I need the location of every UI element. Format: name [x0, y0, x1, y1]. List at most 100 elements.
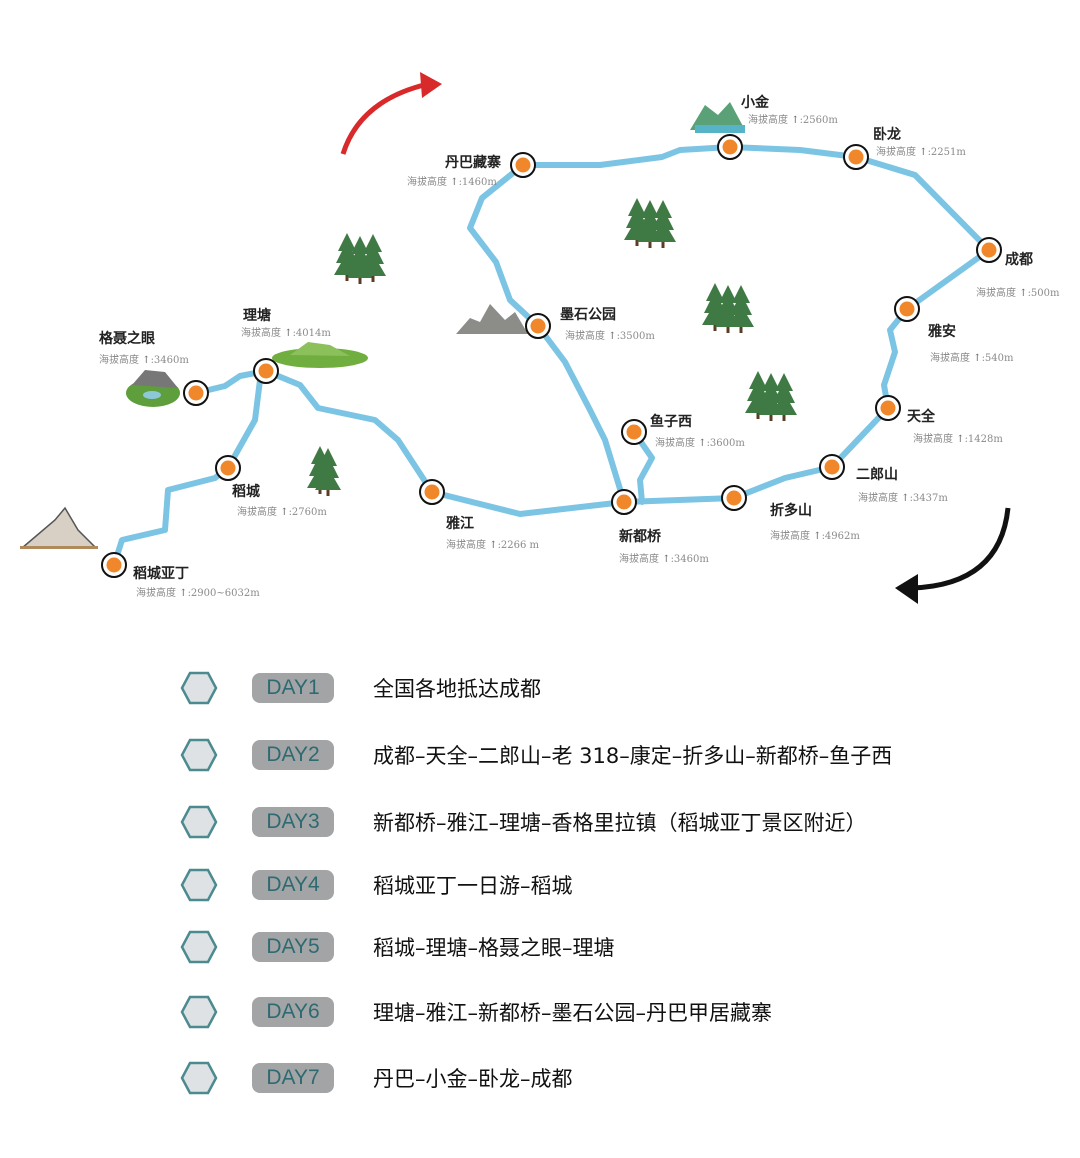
- hexagon-icon: [180, 930, 218, 964]
- route-map-graphic: [19, 72, 1011, 604]
- hexagon-icon: [180, 805, 218, 839]
- tree-icon: [745, 371, 797, 421]
- tree-icon: [334, 233, 386, 284]
- stop-marker: [717, 134, 743, 160]
- tree-icon: [702, 283, 754, 333]
- altitude-label: 海拔高度: [565, 331, 605, 342]
- day-route: 成都–天全–二郎山–老 318–康定–折多山–新都桥–鱼子西: [373, 744, 893, 768]
- day-route: 理塘–雅江–新都桥–墨石公园–丹巴甲居藏寨: [373, 1001, 772, 1025]
- hexagon-icon: [180, 738, 218, 772]
- stop-name: 小金: [741, 95, 769, 111]
- day-route: 稻城–理塘–格聂之眼–理塘: [373, 936, 615, 960]
- stop-altitude: 海拔高度 ↑:4962m: [770, 527, 860, 542]
- altitude-value: :500m: [1027, 288, 1060, 299]
- stop-name: 格聂之眼: [99, 331, 155, 347]
- stop-marker: [611, 489, 637, 515]
- altitude-label: 海拔高度: [237, 507, 277, 518]
- itinerary-row: DAY5 稻城–理塘–格聂之眼–理塘: [180, 929, 615, 965]
- altitude-label: 海拔高度: [876, 147, 916, 158]
- up-arrow-icon: ↑: [1016, 288, 1028, 299]
- day-badge: DAY4: [252, 870, 334, 900]
- stop-name: 鱼子西: [650, 414, 692, 430]
- altitude-value: :3600m: [706, 438, 745, 449]
- route-segment: [193, 368, 269, 396]
- up-arrow-icon: ↑: [176, 588, 188, 599]
- up-arrow-icon: ↑: [970, 353, 982, 364]
- stop-marker: [419, 479, 445, 505]
- altitude-label: 海拔高度: [913, 434, 953, 445]
- up-arrow-icon: ↑: [695, 438, 707, 449]
- hexagon-icon: [180, 1061, 218, 1095]
- stop-marker: [525, 313, 551, 339]
- altitude-label: 海拔高度: [241, 328, 281, 339]
- altitude-value: :3500m: [616, 331, 655, 342]
- stop-marker: [976, 237, 1002, 263]
- up-arrow-icon: ↑: [605, 331, 617, 342]
- day-badge: DAY2: [252, 740, 334, 770]
- route-segment: [263, 144, 992, 517]
- day-badge: DAY5: [252, 932, 334, 962]
- stop-altitude: 海拔高度 ↑:4014m: [241, 324, 331, 339]
- altitude-label: 海拔高度: [930, 353, 970, 364]
- day-route: 稻城亚丁一日游–稻城: [373, 874, 573, 898]
- stop-name: 丹巴藏寨: [445, 155, 501, 171]
- itinerary-row: DAY2 成都–天全–二郎山–老 318–康定–折多山–新都桥–鱼子西: [180, 737, 892, 773]
- stop-marker: [183, 380, 209, 406]
- up-arrow-icon: ↑: [659, 554, 671, 565]
- stop-name: 天全: [907, 409, 935, 425]
- stop-altitude: 海拔高度 ↑:3600m: [655, 434, 745, 449]
- altitude-label: 海拔高度: [99, 355, 139, 366]
- stop-marker: [510, 152, 536, 178]
- itinerary-row: DAY7 丹巴–小金–卧龙–成都: [180, 1060, 573, 1096]
- route-segment: [111, 368, 269, 568]
- up-arrow-icon: ↑: [810, 531, 822, 542]
- stop-name: 墨石公园: [560, 307, 616, 323]
- lake-mountain-icon: [690, 102, 745, 133]
- stop-altitude: 海拔高度 ↑:3500m: [565, 327, 655, 342]
- hexagon-icon: [180, 671, 218, 705]
- altitude-value: :4014m: [292, 328, 331, 339]
- stop-marker: [843, 144, 869, 170]
- up-arrow-icon: ↑: [916, 147, 928, 158]
- direction-arrow-red: [340, 72, 442, 155]
- day-badge: DAY3: [252, 807, 334, 837]
- altitude-label: 海拔高度: [858, 493, 898, 504]
- altitude-label: 海拔高度: [976, 288, 1016, 299]
- up-arrow-icon: ↑: [139, 355, 151, 366]
- altitude-value: :4962m: [821, 531, 860, 542]
- altitude-value: :3460m: [670, 554, 709, 565]
- direction-arrow-black: [895, 507, 1011, 604]
- stop-altitude: 海拔高度 ↑:3437m: [858, 489, 948, 504]
- day-badge: DAY7: [252, 1063, 334, 1093]
- altitude-label: 海拔高度: [136, 588, 176, 599]
- rock-mountain-icon: [456, 304, 528, 334]
- altitude-value: :3437m: [909, 493, 948, 504]
- day-badge: DAY1: [252, 673, 334, 703]
- altitude-label: 海拔高度: [748, 115, 788, 126]
- mountain-icon: [19, 506, 98, 549]
- altitude-value: :3460m: [150, 355, 189, 366]
- altitude-value: :2900~6032m: [187, 588, 260, 599]
- stop-name: 雅安: [928, 324, 956, 340]
- grassland-icon: [272, 342, 368, 368]
- up-arrow-icon: ↑: [898, 493, 910, 504]
- altitude-value: :2251m: [927, 147, 966, 158]
- stop-marker: [253, 358, 279, 384]
- stop-name: 稻城: [232, 484, 260, 500]
- route-segment: [631, 429, 655, 505]
- altitude-value: :540m: [981, 353, 1014, 364]
- up-arrow-icon: ↑: [277, 507, 289, 518]
- stop-name: 雅江: [446, 516, 474, 532]
- altitude-value: :1428m: [964, 434, 1003, 445]
- altitude-value: :1460m: [458, 177, 497, 188]
- altitude-label: 海拔高度: [619, 554, 659, 565]
- stop-altitude: 海拔高度 ↑:2251m: [876, 143, 966, 158]
- stop-altitude: 海拔高度 ↑:540m: [930, 349, 1014, 364]
- altitude-value: :2560m: [799, 115, 838, 126]
- day-route: 丹巴–小金–卧龙–成都: [373, 1067, 573, 1091]
- stop-altitude: 海拔高度 ↑:500m: [976, 284, 1060, 299]
